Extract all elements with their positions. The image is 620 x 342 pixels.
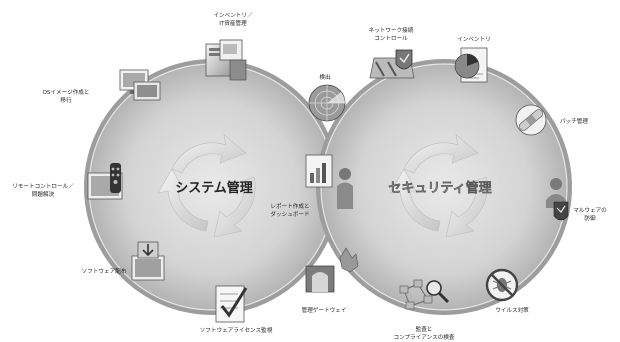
- no-virus-icon: [485, 268, 519, 302]
- label-inventory-security: インベントリ: [457, 36, 491, 43]
- label-malware-defense: マルウェアの: [573, 206, 607, 214]
- malware-shield-icon: [546, 178, 569, 221]
- label-os-image: OSイメージ作成と: [43, 88, 90, 96]
- label-software-distribution: ソフトウェア配布: [82, 267, 127, 275]
- software-download-icon: [131, 241, 165, 281]
- label-discovery: 検出: [319, 73, 330, 81]
- systems-management-title: システム管理: [175, 180, 253, 196]
- label-network-access-control-line2: コントロール: [374, 35, 408, 42]
- cycle-arrows-icon: [157, 134, 256, 238]
- label-os-image-line2: 移行: [60, 96, 72, 104]
- remote-control-icon: [87, 163, 123, 200]
- label-patch-management: パッチ管理: [560, 117, 588, 125]
- radar-icon: [308, 84, 346, 122]
- label-compliance-line2: コンプライアンスの検査: [393, 333, 454, 341]
- label-malware-defense-line2: 防御: [584, 214, 596, 222]
- monitor-migration-icon: [119, 69, 161, 101]
- security-management-circle: [316, 59, 572, 315]
- label-reporting-line2: ダッシュボード: [270, 210, 309, 218]
- checklist-icon: [215, 285, 248, 323]
- label-compliance: 監査と: [416, 325, 433, 333]
- security-management-title: セキュリティ管理: [388, 180, 491, 196]
- label-antivirus: ウイルス対策: [495, 306, 529, 314]
- label-management-gateway: 管理ゲートウェイ: [302, 306, 347, 314]
- gateway-icon: [305, 247, 359, 293]
- cycle-arrows-icon: [389, 134, 488, 238]
- patch-bandage-icon: [515, 104, 547, 136]
- label-network-access-control: ネットワーク接続: [369, 26, 414, 34]
- pie-chart-document-icon: [454, 47, 488, 83]
- label-reporting: レポート作成と: [270, 202, 309, 210]
- report-dashboard-icon: [305, 154, 353, 209]
- server-tower-icon: [205, 39, 247, 81]
- compliance-magnifier-icon: [399, 279, 450, 310]
- label-remote-control: リモートコントロール／: [12, 183, 74, 190]
- label-inventory-it-line2: IT資産管理: [219, 19, 247, 27]
- label-license-monitoring: ソフトウェアライセンス監視: [200, 326, 273, 334]
- label-remote-control-line2: 問題解決: [32, 190, 55, 198]
- network-access-shield-icon: [369, 49, 415, 79]
- label-inventory-it: インベントリ／: [213, 12, 253, 19]
